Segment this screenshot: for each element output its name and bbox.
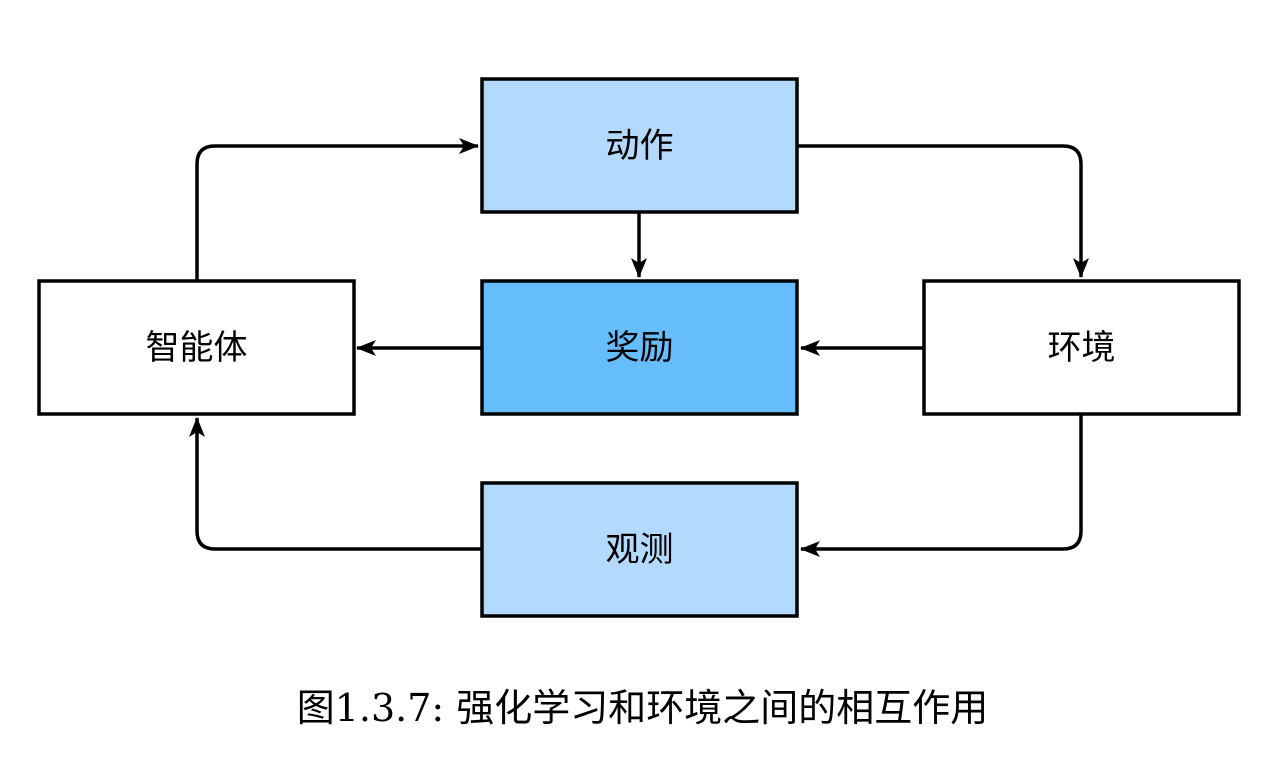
node-observation-box (480, 481, 799, 618)
figure-caption: 图1.3.7: 强化学习和环境之间的相互作用 (0, 684, 1285, 732)
edge-observation-to-agent (189, 417, 482, 551)
edges (189, 138, 1089, 557)
figure-caption-prefix: 图1.3.7: (296, 686, 445, 730)
edge-environment-to-observation (800, 414, 1083, 557)
node-agent: 智能体 (37, 279, 356, 416)
node-observation: 观测 (480, 481, 799, 618)
node-agent-label: 智能体 (146, 328, 248, 368)
edge-action-to-environment (797, 144, 1089, 278)
node-environment-label: 环境 (1048, 328, 1116, 368)
node-reward: 奖励 (480, 279, 799, 416)
rl-interaction-diagram: 动作 奖励 智能体 环境 观测 (37, 77, 1241, 618)
node-environment-box (922, 279, 1241, 416)
node-action: 动作 (480, 77, 799, 214)
node-action-box (480, 77, 799, 214)
node-reward-box (480, 279, 799, 416)
node-action-label: 动作 (606, 126, 674, 166)
node-environment: 环境 (922, 279, 1241, 416)
node-agent-box (37, 279, 356, 416)
node-observation-label: 观测 (606, 530, 674, 570)
edge-agent-to-action (195, 138, 479, 280)
node-reward-label: 奖励 (606, 328, 674, 368)
figure-caption-text: 强化学习和环境之间的相互作用 (456, 686, 989, 730)
